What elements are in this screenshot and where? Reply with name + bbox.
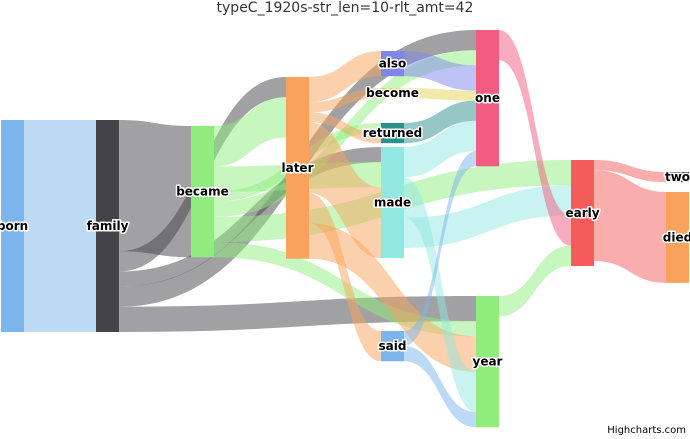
node-made[interactable]	[381, 147, 404, 259]
link-early-died[interactable]	[594, 170, 666, 283]
node-became[interactable]	[191, 126, 214, 258]
link-became-one[interactable]	[214, 50, 476, 217]
node-label-made: made	[374, 196, 411, 210]
link-said-one[interactable]	[404, 151, 476, 347]
link-became-later[interactable]	[214, 97, 286, 167]
node-label-also: also	[379, 57, 407, 71]
link-made-early[interactable]	[404, 185, 571, 248]
node-said[interactable]	[381, 331, 404, 362]
node-returned[interactable]	[381, 123, 404, 144]
link-early-two[interactable]	[594, 160, 666, 183]
link-year-early[interactable]	[499, 245, 571, 317]
link-made-one[interactable]	[404, 120, 476, 178]
node-later[interactable]	[286, 77, 309, 259]
node-early[interactable]	[571, 160, 594, 266]
node-one[interactable]	[476, 30, 499, 167]
node-label-become: become	[366, 86, 419, 100]
node-also[interactable]	[381, 51, 404, 77]
node-label-one: one	[475, 91, 500, 105]
node-family[interactable]	[96, 120, 119, 332]
node-label-family: family	[87, 219, 129, 233]
node-become[interactable]	[381, 88, 404, 99]
node-label-returned: returned	[363, 126, 423, 140]
node-label-born: born	[0, 219, 28, 233]
node-label-later: later	[281, 161, 313, 175]
credits-link[interactable]: Highcharts.com	[607, 425, 686, 436]
node-label-early: early	[565, 206, 599, 220]
node-born[interactable]	[1, 120, 24, 332]
node-two[interactable]	[666, 172, 689, 183]
link-later-returned[interactable]	[309, 112, 381, 144]
node-label-year: year	[473, 355, 503, 369]
sankey-labels: born family became later also become returned m…	[0, 55, 690, 370]
link-become-one[interactable]	[404, 88, 476, 101]
link-later-become[interactable]	[309, 88, 381, 113]
link-later-year[interactable]	[309, 223, 476, 372]
node-label-two: two	[665, 170, 690, 184]
link-said-year[interactable]	[404, 346, 476, 428]
node-label-became: became	[176, 185, 229, 199]
node-died[interactable]	[666, 192, 689, 283]
link-returned-one[interactable]	[404, 100, 476, 144]
chart-title: typeC_1920s-str_len=10-rlt_amt=42	[216, 0, 474, 16]
link-also-one[interactable]	[404, 51, 476, 91]
node-label-died: died	[663, 230, 690, 244]
node-label-said: said	[379, 339, 407, 353]
link-one-early[interactable]	[499, 30, 571, 246]
link-later-also[interactable]	[309, 51, 381, 103]
link-later-made[interactable]	[309, 122, 381, 259]
link-born-family[interactable]	[24, 120, 96, 332]
sankey-nodes	[1, 30, 689, 428]
node-year[interactable]	[476, 296, 499, 428]
